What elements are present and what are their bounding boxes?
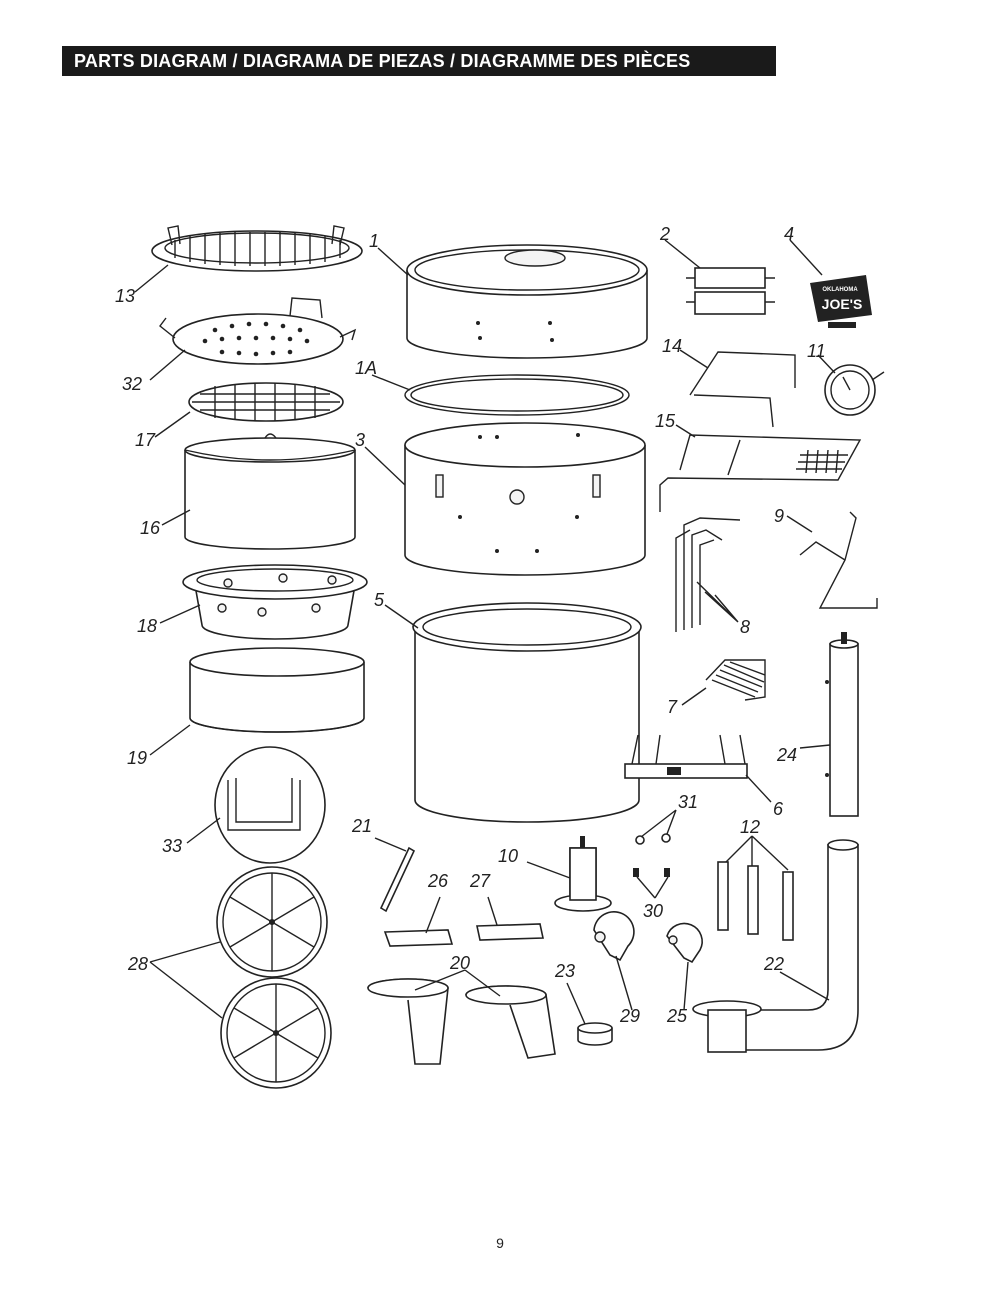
label-21: 21 bbox=[351, 816, 372, 836]
part-22-exhaust-pipe bbox=[692, 839, 859, 1053]
label-12: 12 bbox=[740, 817, 760, 837]
part-5-bowl bbox=[412, 602, 642, 823]
label-19: 19 bbox=[127, 748, 147, 768]
label-10: 10 bbox=[498, 846, 518, 866]
part-29-damper bbox=[593, 911, 635, 962]
label-28: 28 bbox=[127, 954, 148, 974]
label-22: 22 bbox=[763, 954, 784, 974]
page-number: 9 bbox=[496, 1235, 504, 1251]
label-1: 1 bbox=[369, 231, 379, 251]
label-8: 8 bbox=[740, 617, 750, 637]
part-28-wheels bbox=[216, 866, 332, 1089]
part-24-post bbox=[825, 632, 859, 817]
part-26-plate bbox=[383, 929, 454, 947]
part-labels: 13 32 17 16 18 19 33 28 1 1A 3 5 2 4 14 … bbox=[115, 224, 826, 1026]
part-32-perforated-pan bbox=[159, 297, 357, 365]
logo-line-2: JOE'S bbox=[822, 296, 863, 312]
label-27: 27 bbox=[469, 871, 491, 891]
logo-line-1: OKLAHOMA bbox=[822, 287, 858, 293]
part-15-shelf bbox=[659, 434, 862, 512]
part-1-lid bbox=[406, 244, 648, 359]
part-23-collar bbox=[577, 1022, 613, 1046]
part-17-charcoal-grate bbox=[188, 382, 344, 422]
part-16-charcoal-basket bbox=[184, 433, 356, 550]
label-20: 20 bbox=[449, 953, 470, 973]
part-13-cooking-grate bbox=[151, 225, 363, 272]
label-1a: 1A bbox=[355, 358, 377, 378]
part-30-nuts bbox=[633, 868, 670, 877]
label-17: 17 bbox=[135, 430, 156, 450]
page-title: PARTS DIAGRAM / DIAGRAMA DE PIEZAS / DIA… bbox=[62, 46, 776, 76]
part-33-ash-door bbox=[214, 746, 326, 864]
part-25-damper bbox=[666, 922, 703, 964]
label-16: 16 bbox=[140, 518, 161, 538]
label-32: 32 bbox=[122, 374, 142, 394]
part-21-axle bbox=[379, 846, 416, 913]
label-33: 33 bbox=[162, 836, 182, 856]
part-7-rib-rack bbox=[705, 659, 766, 701]
part-4-logo-badge: OKLAHOMA JOE'S bbox=[810, 275, 872, 328]
label-3: 3 bbox=[355, 430, 365, 450]
part-14-handle bbox=[689, 351, 796, 428]
part-31-bolts bbox=[635, 833, 671, 845]
part-3-body bbox=[404, 422, 646, 576]
part-1a-gasket bbox=[404, 374, 630, 416]
part-9-hanger bbox=[799, 511, 878, 609]
label-9: 9 bbox=[774, 506, 784, 526]
label-15: 15 bbox=[655, 411, 676, 431]
part-8-hooks bbox=[675, 517, 741, 632]
part-18-fire-ring bbox=[182, 564, 368, 640]
label-14: 14 bbox=[662, 336, 682, 356]
label-25: 25 bbox=[666, 1006, 688, 1026]
label-24: 24 bbox=[776, 745, 797, 765]
label-26: 26 bbox=[427, 871, 449, 891]
part-10-intake bbox=[554, 836, 612, 912]
part-27-plate bbox=[476, 923, 544, 941]
part-19-ring bbox=[189, 647, 365, 733]
label-6: 6 bbox=[773, 799, 784, 819]
part-2-hinge bbox=[686, 267, 775, 315]
label-13: 13 bbox=[115, 286, 135, 306]
label-29: 29 bbox=[619, 1006, 640, 1026]
label-11: 11 bbox=[807, 341, 826, 361]
label-5: 5 bbox=[374, 590, 385, 610]
part-6-bracket bbox=[624, 734, 748, 779]
part-11-thermometer bbox=[824, 364, 885, 416]
part-20-legs bbox=[367, 978, 556, 1065]
label-7: 7 bbox=[667, 697, 678, 717]
label-31: 31 bbox=[678, 792, 698, 812]
leader-lines bbox=[134, 239, 836, 1025]
label-2: 2 bbox=[659, 224, 670, 244]
label-4: 4 bbox=[784, 224, 794, 244]
label-30: 30 bbox=[643, 901, 663, 921]
label-23: 23 bbox=[554, 961, 575, 981]
label-18: 18 bbox=[137, 616, 157, 636]
part-12-brackets bbox=[717, 861, 794, 941]
